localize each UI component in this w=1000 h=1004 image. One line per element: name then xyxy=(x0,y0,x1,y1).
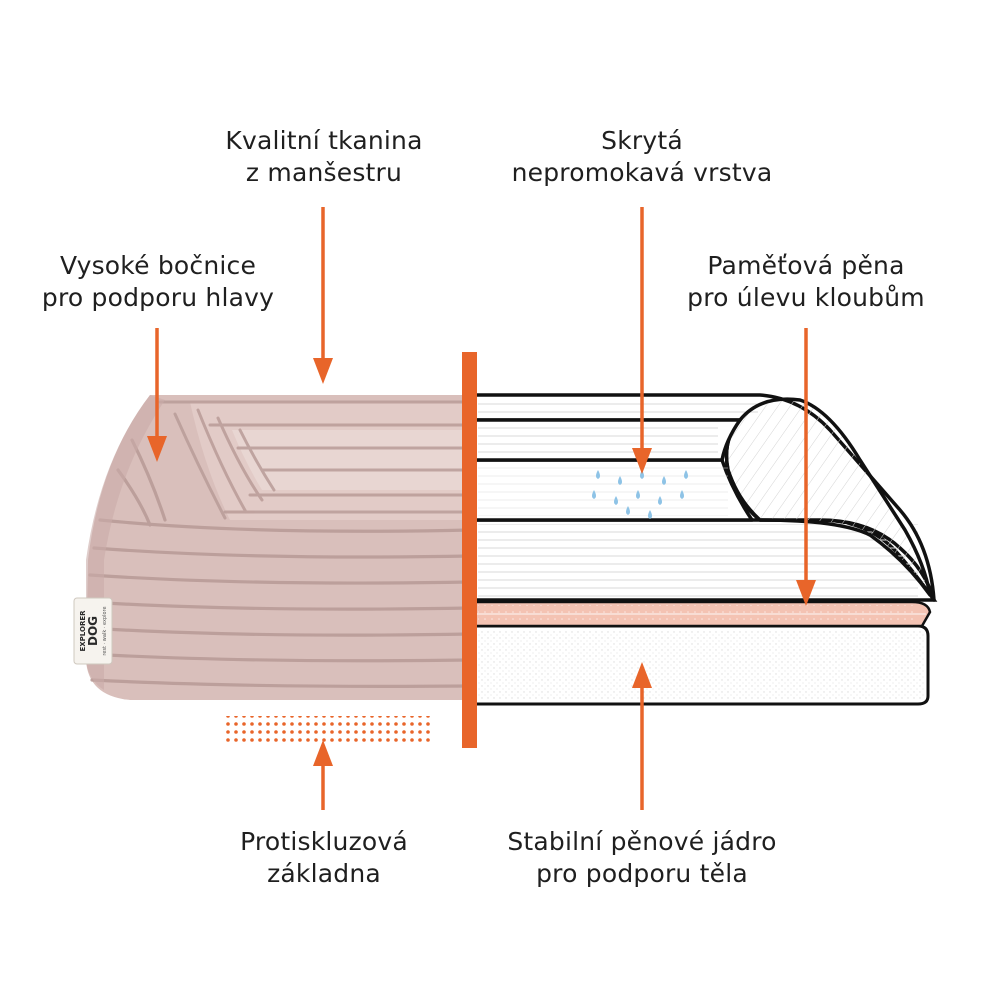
label-bolsters-line-1: Vysoké bočnice xyxy=(59,251,257,280)
label-fabric: Kvalitní tkanina z manšestru xyxy=(194,125,454,189)
label-waterproof-line-2: nepromokavá vrstva xyxy=(511,158,773,187)
label-core-line-1: Stabilní pěnové jádro xyxy=(507,827,777,856)
tag-line-1: EXPLORER xyxy=(79,610,87,652)
arrow-memory-foam xyxy=(796,328,816,606)
brand-tag: EXPLORER DOG rest · walk · explore xyxy=(73,597,113,665)
anti-slip-base-pattern xyxy=(224,716,434,742)
label-waterproof-line-1: Skrytá xyxy=(601,126,683,155)
arrow-core xyxy=(632,662,652,810)
label-waterproof: Skrytá nepromokavá vrstva xyxy=(492,125,792,189)
label-bolsters: Vysoké bočnice pro podporu hlavy xyxy=(20,250,296,314)
arrow-anti-slip xyxy=(313,740,333,810)
label-memory-foam-line-2: pro úlevu kloubům xyxy=(687,283,925,312)
arrow-fabric xyxy=(313,207,333,384)
tag-line-3: rest · walk · explore xyxy=(102,606,108,655)
label-memory-foam: Paměťová pěna pro úlevu kloubům xyxy=(668,250,944,314)
fabric-bed: EXPLORER DOG rest · walk · explore xyxy=(73,395,472,700)
arrow-waterproof xyxy=(632,207,652,474)
label-bolsters-line-2: pro podporu hlavy xyxy=(41,283,275,312)
label-anti-slip-line-2: základna xyxy=(267,859,381,888)
label-core: Stabilní pěnové jádro pro podporu těla xyxy=(492,826,792,890)
cutaway-layers xyxy=(472,393,938,706)
label-fabric-line-2: z manšestru xyxy=(245,158,403,187)
arrow-bolsters xyxy=(147,328,167,462)
label-anti-slip-line-1: Protiskluzová xyxy=(240,827,408,856)
label-core-line-2: pro podporu těla xyxy=(536,859,748,888)
tag-line-2: DOG xyxy=(86,616,100,646)
label-anti-slip: Protiskluzová základna xyxy=(204,826,444,890)
cutaway-divider xyxy=(462,352,477,748)
label-fabric-line-1: Kvalitní tkanina xyxy=(225,126,423,155)
water-drops xyxy=(592,470,688,519)
label-memory-foam-line-1: Paměťová pěna xyxy=(707,251,905,280)
